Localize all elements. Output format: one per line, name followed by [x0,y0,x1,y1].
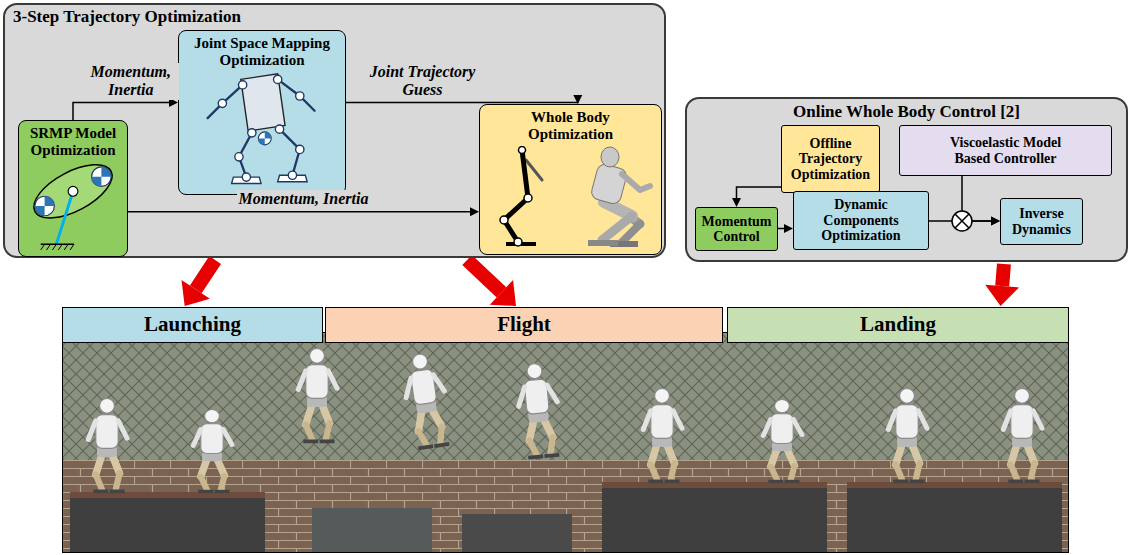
summation-junction [951,210,973,232]
connector-arrow [778,224,793,233]
robot-photo-strip [62,332,1069,553]
connector-line [73,103,172,120]
robot-poses [88,348,1042,493]
panel-title: Online Whole Body Control [2] [687,102,1126,122]
arrow-head [573,95,582,104]
arrow-shaft [190,256,221,293]
srmp-model-figure [20,160,126,252]
process-box: Joint Space Mapping Optimization [178,30,346,195]
box-label: Whole Body Optimization [511,109,631,142]
edge-label: Momentum, Inertia [83,63,179,100]
box-label: Joint Space Mapping Optimization [184,35,340,68]
panel-group: 3-Step Trajectory OptimizationSRMP Model… [3,3,666,258]
box-label: Inverse Dynamics [1006,206,1077,237]
edge-label: Joint Trajectory Guess [351,63,495,100]
connector-arrow [73,98,178,120]
arrow-head [991,217,1000,226]
box-label: SRMP Model Optimization [24,125,122,158]
phase-arrow [182,256,222,306]
box-label: Momentum Control [701,214,772,245]
joint-space-robot-figure [181,72,343,190]
phase-label: Flight [497,313,551,336]
arrow-head [490,280,516,306]
panel-title: 3-Step Trajectory Optimization [13,7,241,27]
arrow-head [470,207,479,216]
process-box: Whole Body Optimization [479,104,662,255]
panel-group: Online Whole Body Control [2] Offline Tra… [685,97,1128,262]
process-box: Dynamic Components Optimization [793,191,929,250]
box-label: Dynamic Components Optimization [799,197,923,243]
connector-line [128,211,473,213]
arrow-head [991,217,1000,226]
arrow-head [784,224,793,233]
phase-band: Flight [325,307,723,343]
process-box: Momentum Control [695,207,778,251]
arrow-head [732,198,741,207]
connector-arrow [732,187,781,207]
arrow-shaft [462,255,506,298]
process-box: Inverse Dynamics [1000,198,1083,245]
box-label: Offline Trajectory Optimization [787,136,874,182]
phase-arrow [985,263,1019,306]
process-box: Offline Trajectory Optimization [781,125,880,193]
fence-wall [62,332,1069,553]
arrow-head [985,285,1019,306]
box-label: Viscoelastic Model Based Controller [936,135,1076,166]
phase-arrow [462,255,516,306]
phase-band: Launching [62,307,323,343]
process-box: Viscoelastic Model Based Controller [899,125,1112,176]
arrow-head [182,280,210,306]
arrow-shaft [995,263,1011,286]
phase-band: Landing [727,307,1069,343]
edge-label: Momentum, Inertia [237,190,371,208]
phase-label: Launching [144,313,241,336]
whole-body-robot-figure [482,146,660,250]
process-box: SRMP Model Optimization [18,120,128,257]
connector-line [737,187,782,201]
phase-label: Landing [860,313,936,336]
